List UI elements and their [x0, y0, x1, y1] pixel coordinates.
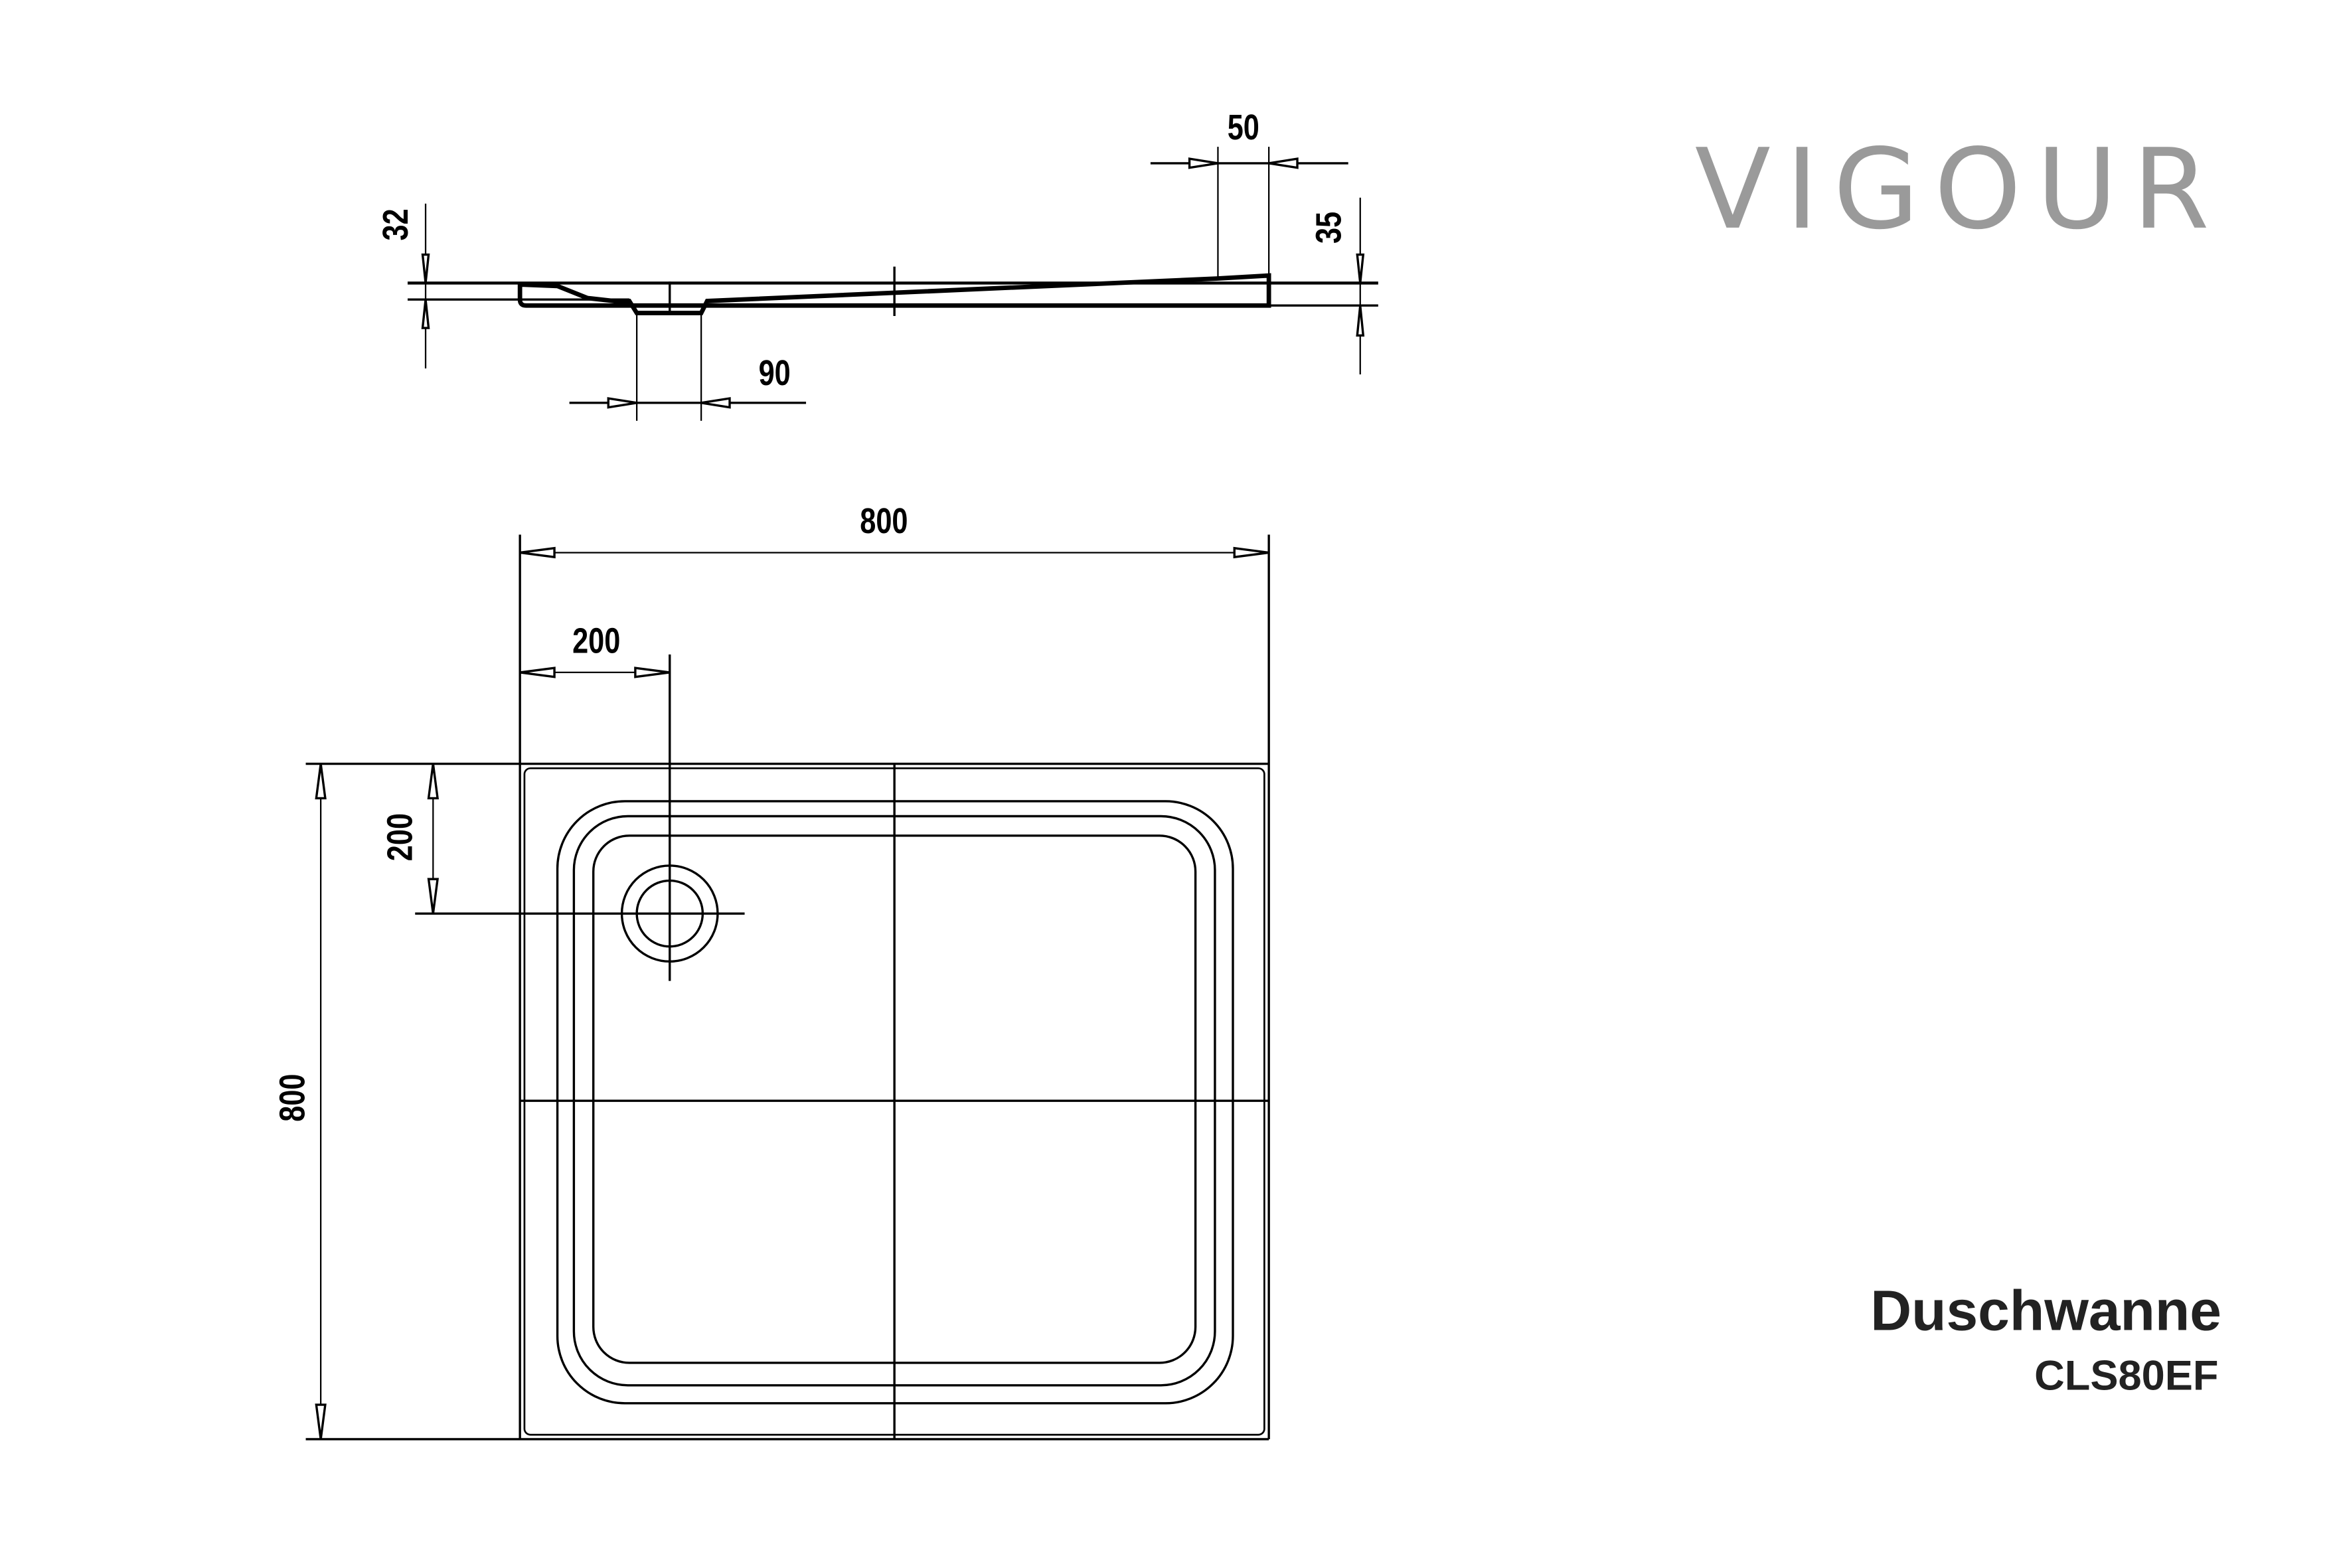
- tray-profile: [517, 273, 1271, 315]
- plan-view: 800 200 800 200: [273, 502, 1270, 1441]
- dim-label-drain-y: 200: [380, 813, 420, 861]
- arrow-icon: [519, 546, 556, 559]
- dim-label-50: 50: [1228, 108, 1259, 147]
- dim-label-32: 32: [376, 208, 416, 240]
- vigour-logo: VIGOUR: [1695, 125, 2225, 254]
- dim-label-90: 90: [759, 353, 791, 393]
- arrow-icon: [315, 763, 327, 800]
- arrow-icon: [427, 878, 440, 914]
- arrow-icon: [421, 253, 430, 283]
- product-type: Duschwanne: [1870, 1279, 2221, 1342]
- arrow-icon: [421, 299, 430, 329]
- side-view: 32 35 50 90: [376, 108, 1378, 421]
- arrow-icon: [607, 397, 637, 409]
- arrow-icon: [1356, 253, 1365, 283]
- arrow-icon: [1268, 157, 1299, 169]
- dim-label-depth: 800: [273, 1074, 313, 1122]
- arrow-icon: [1356, 305, 1365, 337]
- arrow-icon: [427, 763, 440, 800]
- dim-label-35: 35: [1309, 212, 1349, 244]
- arrow-icon: [700, 397, 731, 409]
- arrow-icon: [315, 1403, 327, 1440]
- arrow-icon: [1233, 546, 1269, 559]
- dim-label-width: 800: [860, 502, 908, 542]
- dim-label-drain-x: 200: [572, 621, 620, 661]
- arrow-icon: [634, 666, 670, 678]
- arrow-icon: [1188, 157, 1218, 169]
- product-model: CLS80EF: [2034, 1353, 2218, 1399]
- arrow-icon: [519, 666, 556, 678]
